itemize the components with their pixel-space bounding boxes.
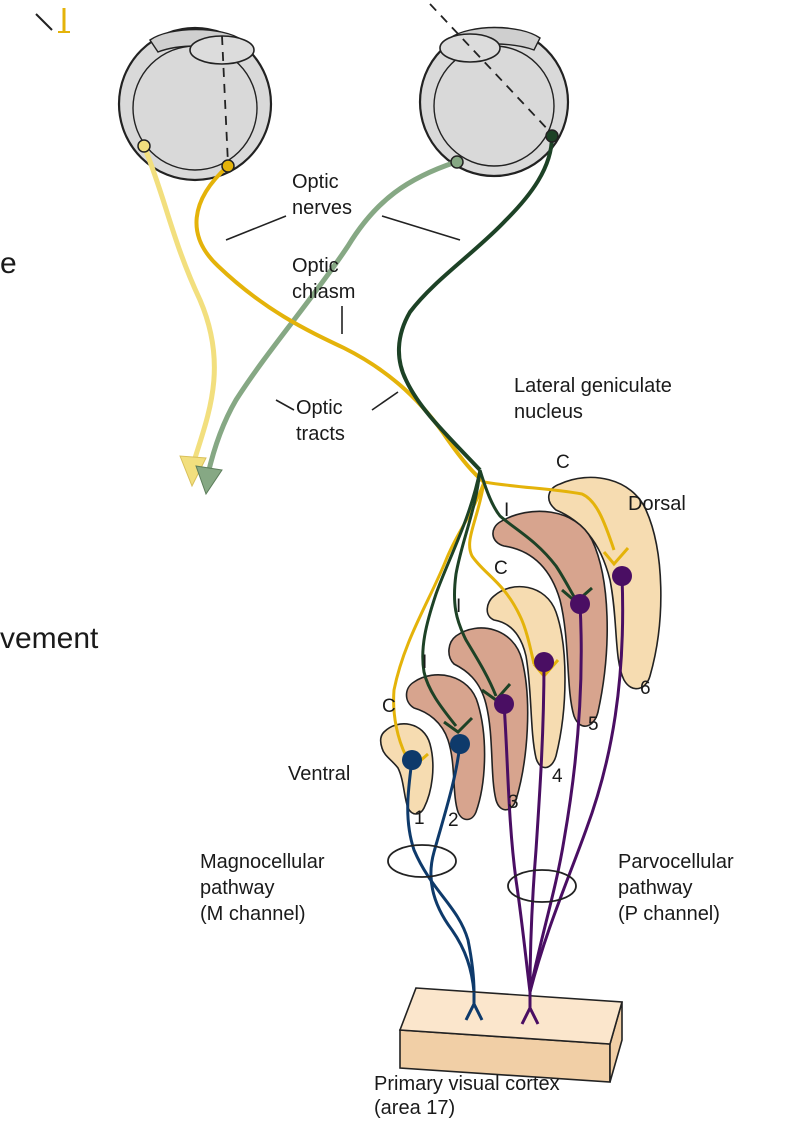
label-magno-1: Magnocellular [200, 851, 325, 873]
label-dorsal: Dorsal [628, 493, 686, 515]
input-label-layer-6: C [556, 452, 570, 473]
cut-off-text-2: vement [0, 622, 99, 655]
leader-optic-tracts-left [276, 400, 294, 410]
label-lgn-2: nucleus [514, 401, 583, 423]
parvo-cell-layer-3 [494, 694, 514, 714]
input-label-layer-3: I [456, 596, 461, 617]
input-label-layer-5: I [504, 500, 509, 521]
optic-fibres [144, 136, 552, 494]
label-parvo-2: pathway [618, 877, 693, 899]
label-optic-nerves-2: nerves [292, 197, 352, 219]
label-lgn-1: Lateral geniculate [514, 375, 672, 397]
label-cortex-1: Primary visual cortex [374, 1073, 560, 1095]
label-magno-2: pathway [200, 877, 275, 899]
slide-fragment: e vement [0, 8, 99, 655]
parvo-cell-layer-4 [534, 652, 554, 672]
layer-number-3: 3 [508, 792, 519, 813]
magno-bundle-ring [388, 845, 456, 877]
leader-optic-nerves-left [226, 216, 286, 240]
leader-lines [226, 216, 460, 410]
label-optic-tracts-2: tracts [296, 423, 345, 445]
label-ventral: Ventral [288, 763, 350, 785]
right-lens [440, 34, 500, 62]
label-cortex-2: (area 17) [374, 1097, 455, 1119]
input-label-layer-2: I [422, 652, 427, 673]
arrow-left-tract-green [196, 466, 222, 494]
label-optic-chiasm-2: chiasm [292, 281, 355, 303]
parvo-cell-layer-6 [612, 566, 632, 586]
layer-number-5: 5 [588, 714, 599, 735]
label-parvo-1: Parvocellular [618, 851, 734, 873]
retinal-cell-left-temporal [138, 140, 150, 152]
layer-number-1: 1 [414, 808, 425, 829]
layer-number-6: 6 [640, 678, 651, 699]
fragment-stroke [36, 14, 52, 30]
label-optic-chiasm-1: Optic [292, 255, 339, 277]
input-label-layer-1: C [382, 696, 396, 717]
label-optic-tracts-1: Optic [296, 397, 343, 419]
layer-number-4: 4 [552, 766, 563, 787]
leader-optic-tracts-right [372, 392, 398, 410]
cut-off-text-1: e [0, 247, 17, 280]
label-parvo-3: (P channel) [618, 903, 720, 925]
retinal-cell-left-nasal [222, 160, 234, 172]
parvo-cell-layer-5 [570, 594, 590, 614]
leader-optic-nerves-right [382, 216, 460, 240]
label-magno-3: (M channel) [200, 903, 306, 925]
label-optic-nerves-1: Optic [292, 171, 339, 193]
magno-cell-layer-2 [450, 734, 470, 754]
layer-number-2: 2 [448, 810, 459, 831]
retinal-cell-right-temporal [546, 130, 558, 142]
right-eye [420, 4, 568, 176]
left-eye [119, 28, 271, 180]
primary-visual-cortex [400, 988, 622, 1082]
retinal-cell-right-nasal [451, 156, 463, 168]
input-label-layer-4: C [494, 558, 508, 579]
magno-cell-layer-1 [402, 750, 422, 770]
